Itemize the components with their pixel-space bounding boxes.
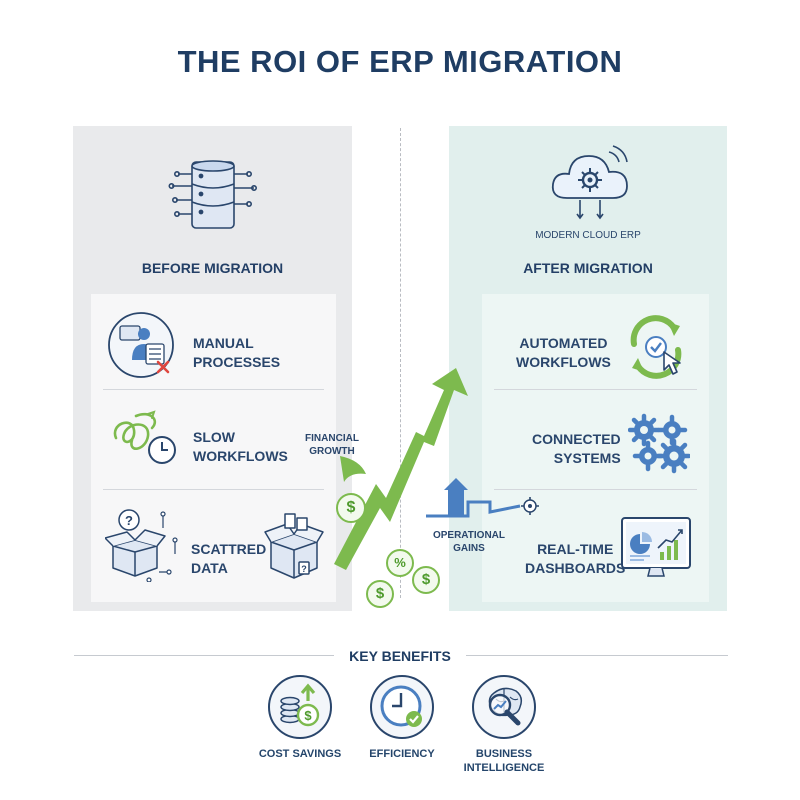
dollar-coin-icon: $ [366, 580, 394, 608]
before-item-scattered: SCATTRED DATA [191, 541, 267, 576]
row-divider [494, 389, 697, 390]
before-heading: BEFORE MIGRATION [141, 260, 284, 276]
dollar-coin-icon: $ [412, 566, 440, 594]
svg-text:$: $ [304, 708, 312, 723]
page-title: THE ROI OF ERP MIGRATION [177, 44, 623, 79]
before-card: MANUAL PROCESSES SLOW WORKFLOWS [91, 294, 336, 602]
cloud-erp-icon [551, 145, 628, 220]
after-item-connected: CONNECTED SYSTEMS [532, 431, 621, 466]
svg-text:?: ? [125, 513, 133, 528]
after-item-automated: AUTOMATED WORKFLOWS [516, 335, 611, 370]
operational-gains-label: OPERATIONAL GAINS [432, 530, 506, 554]
growth-arrow-icon [334, 368, 468, 570]
clock-check-icon [370, 675, 434, 739]
coins-up-icon: $ [268, 675, 332, 739]
after-panel: MODERN CLOUD ERP AFTER MIGRATION AUTOMAT… [449, 126, 727, 611]
after-item-dashboards: REAL-TIME DASHBOARDS [525, 541, 626, 576]
svg-text:?: ? [301, 564, 307, 574]
after-card: AUTOMATED WORKFLOWS CONNECTED SYSTEMS [482, 294, 709, 602]
row-divider [103, 389, 324, 390]
after-heading: AFTER MIGRATION [523, 260, 653, 276]
dollar-coin-icon: $ [336, 493, 366, 523]
scattered-boxes-icon: ? [105, 509, 178, 582]
brain-magnifier-icon [472, 675, 536, 739]
dashboard-monitor-icon [621, 517, 691, 577]
automation-cycle-icon [630, 315, 682, 379]
before-item-manual: MANUAL PROCESSES [193, 335, 281, 370]
operational-arrow-icon [426, 478, 539, 518]
cloud-erp-label: MODERN CLOUD ERP [535, 230, 641, 241]
benefit-business-intelligence: BUSINESS INTELLIGENCE [463, 748, 545, 774]
center-divider [400, 128, 401, 598]
row-divider [103, 489, 324, 490]
manual-clerk-icon [108, 312, 174, 378]
financial-growth-label: FINANCIAL GROWTH [305, 433, 359, 457]
legacy-database-icon [168, 160, 258, 229]
gears-icon [628, 413, 690, 474]
before-panel: BEFORE MIGRATION MANUAL PROCESSES S [73, 126, 352, 611]
benefit-cost-savings: COST SAVINGS [258, 748, 342, 760]
tangled-clock-icon [113, 410, 176, 464]
percent-coin-icon: % [386, 549, 414, 577]
benefits-divider-left [74, 655, 334, 656]
benefit-efficiency: EFFICIENCY [369, 748, 435, 760]
benefits-heading: KEY BENEFITS [349, 648, 451, 664]
row-divider [494, 489, 697, 490]
open-box-icon: ? [264, 513, 324, 579]
before-item-slow: SLOW WORKFLOWS [193, 429, 288, 464]
benefits-divider-right [466, 655, 728, 656]
